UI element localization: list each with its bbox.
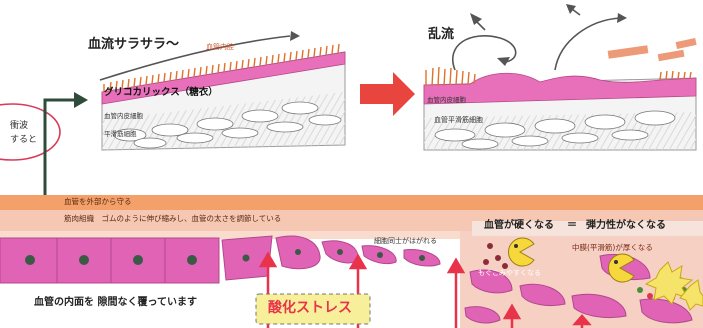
transition-arrow: [360, 72, 415, 116]
middle-band-label: 筋肉組織 ゴムのように伸び縮みし、血管の太さを調節している: [64, 214, 282, 223]
side-note-line1: 衝波: [10, 121, 29, 131]
side-note-oval: [0, 103, 61, 161]
stress-box: [255, 293, 371, 325]
monocyte-icons: [508, 237, 635, 283]
gap-label: 細胞同士がはがれる: [374, 237, 437, 245]
hardening-title-left: 血管が硬くなる: [484, 220, 554, 231]
turbulent-flow-title: 乱流: [428, 27, 455, 42]
foam-cells: [644, 261, 703, 311]
stress-label: 酸化ストレス: [268, 300, 352, 316]
smooth-muscle-label-right: 血管平滑筋細胞: [434, 116, 483, 124]
side-note-line2: すると: [10, 135, 38, 145]
vessel-wall-layers: [0, 195, 703, 328]
hardening-equals: ＝: [567, 220, 577, 231]
healthy-flow-title: 血流サラサラ〜: [88, 37, 180, 52]
endothelial-cells-loose: [221, 235, 441, 281]
endothelial-label-left: 血管内皮細胞: [104, 112, 143, 120]
damaged-vessel-illustration: [423, 4, 697, 151]
glycocalyx-label: グリコカリックス（糖衣）: [104, 87, 218, 98]
healthy-vessel-illustration: [99, 31, 346, 151]
intima-label: 中膜(平滑筋)が厚くなる: [572, 243, 653, 252]
smooth-muscle-label-left: 平滑筋細胞: [104, 130, 137, 138]
infiltration-label: もぐこみやすくなる: [478, 269, 541, 277]
endothelial-cells-tight: [0, 237, 220, 284]
endothelial-label-right: 血管内皮細胞: [427, 96, 466, 104]
endothelium-caption: 血管の内面を 隙間なく覆っています: [34, 297, 197, 308]
outer-band-label: 血管を外部から守る: [64, 197, 132, 206]
connector-arrow: [43, 92, 88, 228]
lumen-label: 血管内腔: [206, 43, 234, 51]
hardening-title-right: 弾力性がなくなる: [586, 220, 666, 231]
